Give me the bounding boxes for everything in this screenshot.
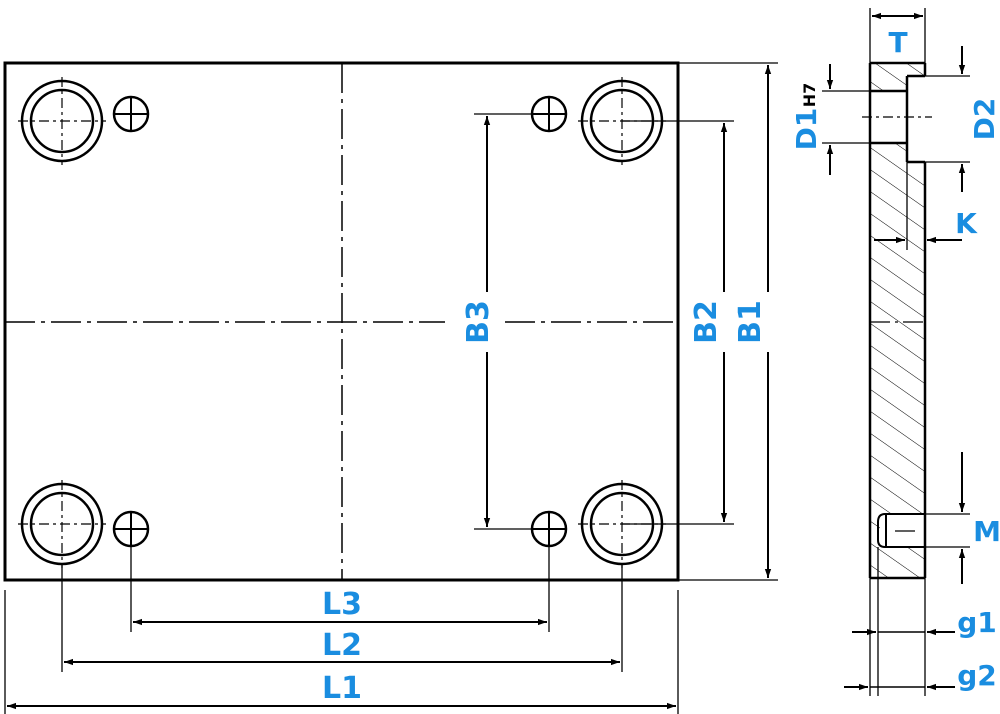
dimension-k: K: [874, 162, 978, 250]
label-b1: B1: [733, 300, 768, 344]
label-d1: D1: [790, 108, 823, 151]
dimension-g2: g2: [844, 578, 997, 696]
label-b3: B3: [461, 300, 496, 344]
dimension-d2: D2: [925, 46, 1000, 192]
section-hatch: [870, 63, 925, 578]
label-k: K: [955, 207, 978, 240]
vertical-extension-lines: [474, 62, 778, 581]
pin-hole-bottom-left: [112, 510, 150, 548]
label-g2: g2: [957, 659, 997, 692]
counterbore-hole-bottom-left: [18, 480, 106, 568]
label-g1: g1: [957, 606, 997, 639]
label-m: M: [973, 515, 1000, 548]
dimension-l1: L1: [7, 671, 676, 710]
horizontal-extension-lines: [4, 546, 679, 714]
label-l1: L1: [322, 671, 362, 706]
label-h7: H7: [800, 83, 819, 108]
dimension-l2: L2: [64, 628, 620, 666]
dimension-t: T: [869, 8, 926, 63]
pin-hole-top-left: [112, 95, 150, 133]
label-d2: D2: [968, 98, 1000, 141]
dimension-l3: L3: [133, 587, 547, 626]
dimension-d1: D1 H7: [790, 64, 870, 175]
counterbore-hole-top-left: [18, 77, 106, 165]
dimension-m: M: [925, 452, 1000, 584]
dimension-g1: g1: [852, 547, 997, 696]
section-outline: [868, 61, 927, 580]
label-b2: B2: [689, 300, 724, 344]
side-view: T D1 H7 D2 K: [790, 8, 1000, 696]
label-l3: L3: [322, 587, 362, 622]
dimension-b2: B2: [689, 123, 728, 522]
label-l2: L2: [322, 628, 362, 663]
dimension-b3: B3: [461, 116, 496, 527]
label-t: T: [888, 26, 907, 59]
dimension-b1: B1: [733, 65, 772, 578]
front-view: B3 B2 B1 L3 L2 L1: [3, 61, 778, 714]
threaded-hole: [877, 513, 925, 548]
